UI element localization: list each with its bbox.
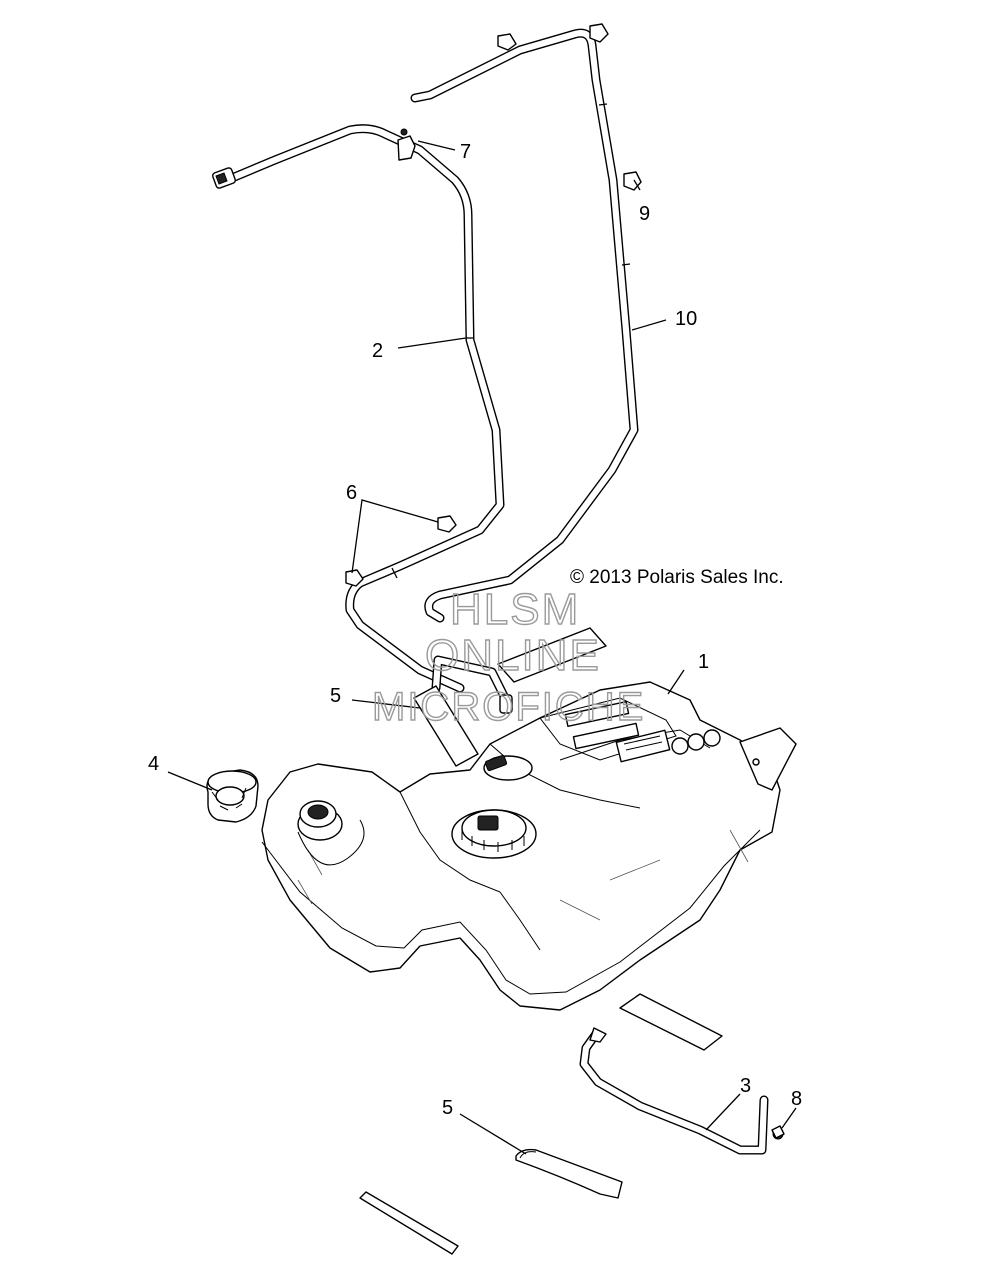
warning-decal: [615, 729, 721, 763]
filler-neck: [297, 800, 365, 866]
clip-6-upper: [437, 515, 457, 533]
hose-end-connector: [212, 167, 236, 189]
copyright-notice: © 2013 Polaris Sales Inc.: [570, 567, 784, 588]
callout-4: 4: [148, 753, 159, 775]
watermark-line-2: ONLINE: [425, 631, 601, 680]
callout-9: 9: [639, 203, 650, 225]
callout-10: 10: [675, 308, 697, 330]
clip-9-top-left: [497, 33, 517, 51]
callout-6: 6: [346, 482, 357, 504]
clip-9-upper: [589, 23, 609, 43]
callout-7: 7: [460, 141, 471, 163]
mounting-tab: [739, 727, 797, 791]
callout-8: 8: [791, 1088, 802, 1110]
callout-2: 2: [372, 340, 383, 362]
callout-5-lower: 5: [442, 1097, 453, 1119]
callout-3: 3: [740, 1075, 751, 1097]
bolt-8: [771, 1125, 785, 1140]
vent-fitting: [483, 754, 533, 781]
clip-6-lower: [345, 569, 364, 587]
pad-5-top-b: [413, 685, 479, 767]
pad-5-under-tank: [619, 993, 723, 1051]
vent-hose-2: [212, 124, 513, 714]
fuel-tank: [261, 681, 797, 1011]
pad-5-lower-strip: [359, 1191, 459, 1255]
vent-hose-10: [410, 28, 639, 623]
tank-strap-bracket: [579, 1027, 769, 1155]
watermark-line-1: HLSM: [450, 585, 580, 634]
clip-7: [397, 128, 416, 161]
fuel-pump-module: [451, 809, 537, 859]
pad-5-lower-curved: [515, 1148, 623, 1199]
watermark: HLSM ONLINE MICROFICHE: [371, 584, 645, 729]
fuel-cap: [206, 769, 259, 823]
pad-5-top-a: [497, 627, 607, 683]
watermark-line-3: MICROFICHE: [372, 685, 645, 729]
leader-lines: [167, 140, 797, 1155]
callout-5-upper: 5: [330, 685, 341, 707]
callout-1: 1: [698, 651, 709, 673]
